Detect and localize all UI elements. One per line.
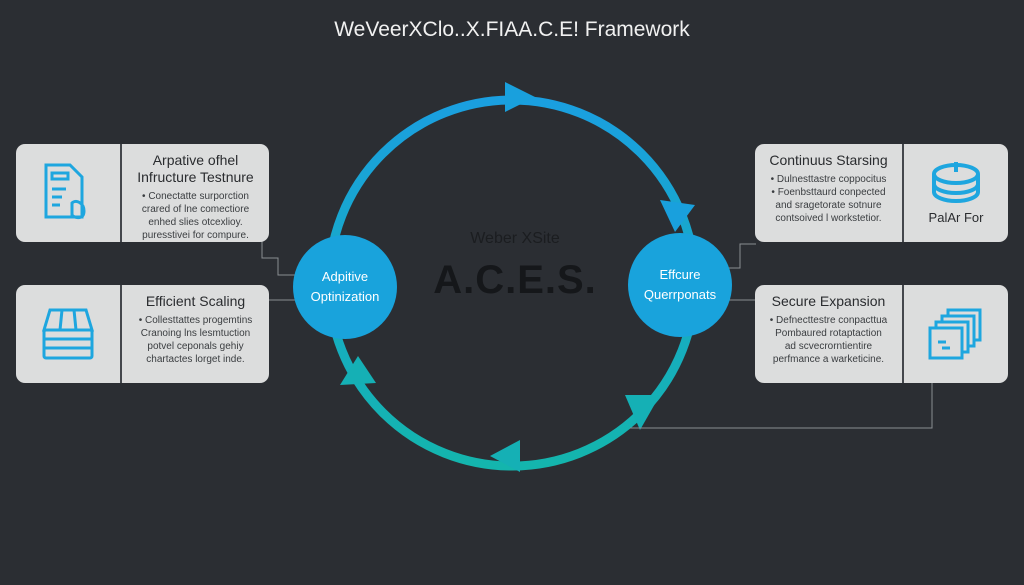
storage-box-icon bbox=[41, 308, 95, 360]
card-title: Arpative ofhel Infructure Testnure bbox=[137, 152, 254, 185]
arrow-icon bbox=[625, 395, 660, 430]
card-line: potvel ceponals gehiy bbox=[147, 341, 244, 352]
card-line: • Foenbsttaurd conpected bbox=[771, 187, 886, 198]
card-secure-expansion[interactable]: Secure Expansion • Defnecttestre conpact… bbox=[755, 285, 1008, 383]
card-line: chartactes lorget inde. bbox=[146, 354, 245, 365]
card-line: perfmance a warketicine. bbox=[772, 354, 885, 365]
database-icon bbox=[932, 161, 980, 203]
node-efficient-components[interactable]: Effcure Querrponats bbox=[628, 233, 732, 337]
card-line: enhed slies otcexlioy. bbox=[148, 217, 243, 228]
arrow-icon bbox=[490, 440, 520, 472]
connector-line bbox=[630, 381, 933, 429]
card-line: Cranoing lns lesmtuction bbox=[140, 328, 251, 339]
connector-line bbox=[725, 243, 756, 269]
card-line: • Dulnesttastre coppocitus bbox=[770, 174, 887, 185]
card-line: and sragetorate sotnure bbox=[775, 200, 882, 211]
center-acronym: A.C.E.S. bbox=[433, 258, 597, 302]
card-title: Efficient Scaling bbox=[145, 293, 246, 309]
card-line: ad scvecrorntientire bbox=[784, 341, 873, 352]
node-adaptive-optimization[interactable]: Adpitive Optinization bbox=[293, 235, 397, 339]
icon-label: PalAr For bbox=[928, 209, 984, 225]
diagram-title: WeVeerXClo..X.FIAA.C.E! Framework bbox=[334, 18, 690, 41]
card-efficient-scaling[interactable]: Efficient Scaling • Collesttattes progem… bbox=[16, 285, 269, 383]
card-line: Pombaured rotaptaction bbox=[775, 328, 882, 339]
center-subtitle: Weber XSite bbox=[470, 230, 560, 247]
card-line: contsoived l workstetior. bbox=[775, 213, 882, 224]
arrow-icon bbox=[505, 82, 535, 112]
card-title: Secure Expansion bbox=[771, 293, 886, 309]
arrow-icon bbox=[340, 356, 376, 385]
card-line: puresstivei for compure. bbox=[142, 230, 249, 241]
card-continuous[interactable]: Continuus Starsing • Dulnesttastre coppo… bbox=[755, 144, 1008, 242]
card-title: Continuus Starsing bbox=[769, 152, 888, 168]
card-line: • Conectatte surporction bbox=[142, 191, 249, 202]
card-line: • Collesttattes progemtins bbox=[138, 315, 253, 326]
card-infrastructure[interactable]: Arpative ofhel Infructure Testnure • Con… bbox=[16, 144, 269, 242]
card-line: crared of lne comectiore bbox=[141, 204, 250, 215]
stacked-pages-icon bbox=[928, 308, 982, 360]
arrow-icon bbox=[660, 200, 695, 232]
card-line: • Defnecttestre conpacttua bbox=[769, 315, 888, 326]
connector-line bbox=[261, 222, 300, 276]
document-hand-icon bbox=[44, 163, 86, 220]
